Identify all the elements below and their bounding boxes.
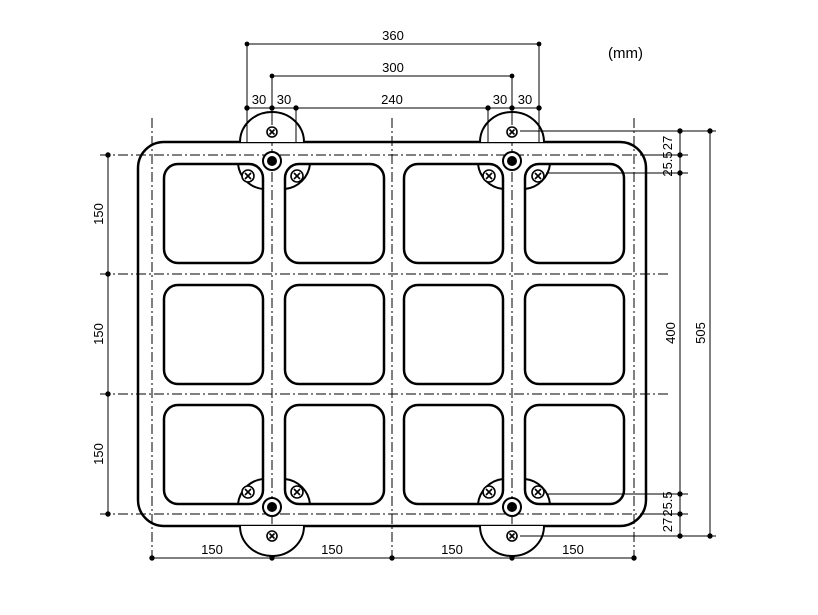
screw-icon xyxy=(241,485,255,499)
dim-left-row1: 150 xyxy=(91,203,106,225)
screw-icon xyxy=(482,485,496,499)
dim-30-right-b: 30 xyxy=(518,92,532,107)
dim-300: 300 xyxy=(382,60,404,75)
screw-icons xyxy=(241,126,545,542)
dim-right-bottom-27: 27 xyxy=(660,518,675,532)
bolt-icon xyxy=(502,497,522,517)
cell-r3-c1 xyxy=(162,403,265,506)
bolt-icons xyxy=(262,151,522,517)
screw-icon xyxy=(482,169,496,183)
dim-360: 360 xyxy=(382,28,404,43)
screw-icon xyxy=(241,169,255,183)
dim-bottom-col2: 150 xyxy=(321,542,343,557)
dim-right-top-25-5: 25.5 xyxy=(660,151,675,176)
screw-icon xyxy=(506,530,518,542)
cell-r1-c2 xyxy=(283,162,386,265)
cell-r1-c3 xyxy=(402,162,505,265)
cell-r1-c4 xyxy=(523,162,626,265)
screw-icon xyxy=(290,485,304,499)
cell-r2-c1 xyxy=(162,283,265,386)
dim-left-row2: 150 xyxy=(91,323,106,345)
dim-right-bottom-25-5: 25.5 xyxy=(660,491,675,516)
dim-left-row3: 150 xyxy=(91,443,106,465)
dimension-labels: 360 300 240 30 30 30 30 150 150 150 150 … xyxy=(91,28,708,557)
screw-icon xyxy=(531,485,545,499)
dim-30-right-a: 30 xyxy=(493,92,507,107)
dim-right-505: 505 xyxy=(693,322,708,344)
bolt-icon xyxy=(502,151,522,171)
dim-240: 240 xyxy=(381,92,403,107)
dim-right-top-27: 27 xyxy=(660,136,675,150)
dim-right-400: 400 xyxy=(663,322,678,344)
screw-icon xyxy=(290,169,304,183)
dim-bottom-col3: 150 xyxy=(441,542,463,557)
cell-r3-c4 xyxy=(523,403,626,506)
dimension-lines xyxy=(105,41,716,561)
cell-r3-c2 xyxy=(283,403,386,506)
bolt-icon xyxy=(262,151,282,171)
bolt-icon xyxy=(262,497,282,517)
screw-icon xyxy=(266,530,278,542)
cell-r2-c2 xyxy=(283,283,386,386)
dim-30-left-a: 30 xyxy=(252,92,266,107)
cell-r2-c3 xyxy=(402,283,505,386)
dim-30-left-b: 30 xyxy=(277,92,291,107)
screw-icon xyxy=(531,169,545,183)
center-lines xyxy=(100,118,668,560)
cell-r2-c4 xyxy=(523,283,626,386)
cell-r1-c1 xyxy=(162,162,265,265)
screw-icon xyxy=(506,126,518,138)
dim-bottom-col1: 150 xyxy=(201,542,223,557)
screw-icon xyxy=(266,126,278,138)
unit-label: (mm) xyxy=(608,45,643,62)
cell-r3-c3 xyxy=(402,403,505,506)
dim-bottom-col4: 150 xyxy=(562,542,584,557)
cell-grid xyxy=(162,162,626,506)
